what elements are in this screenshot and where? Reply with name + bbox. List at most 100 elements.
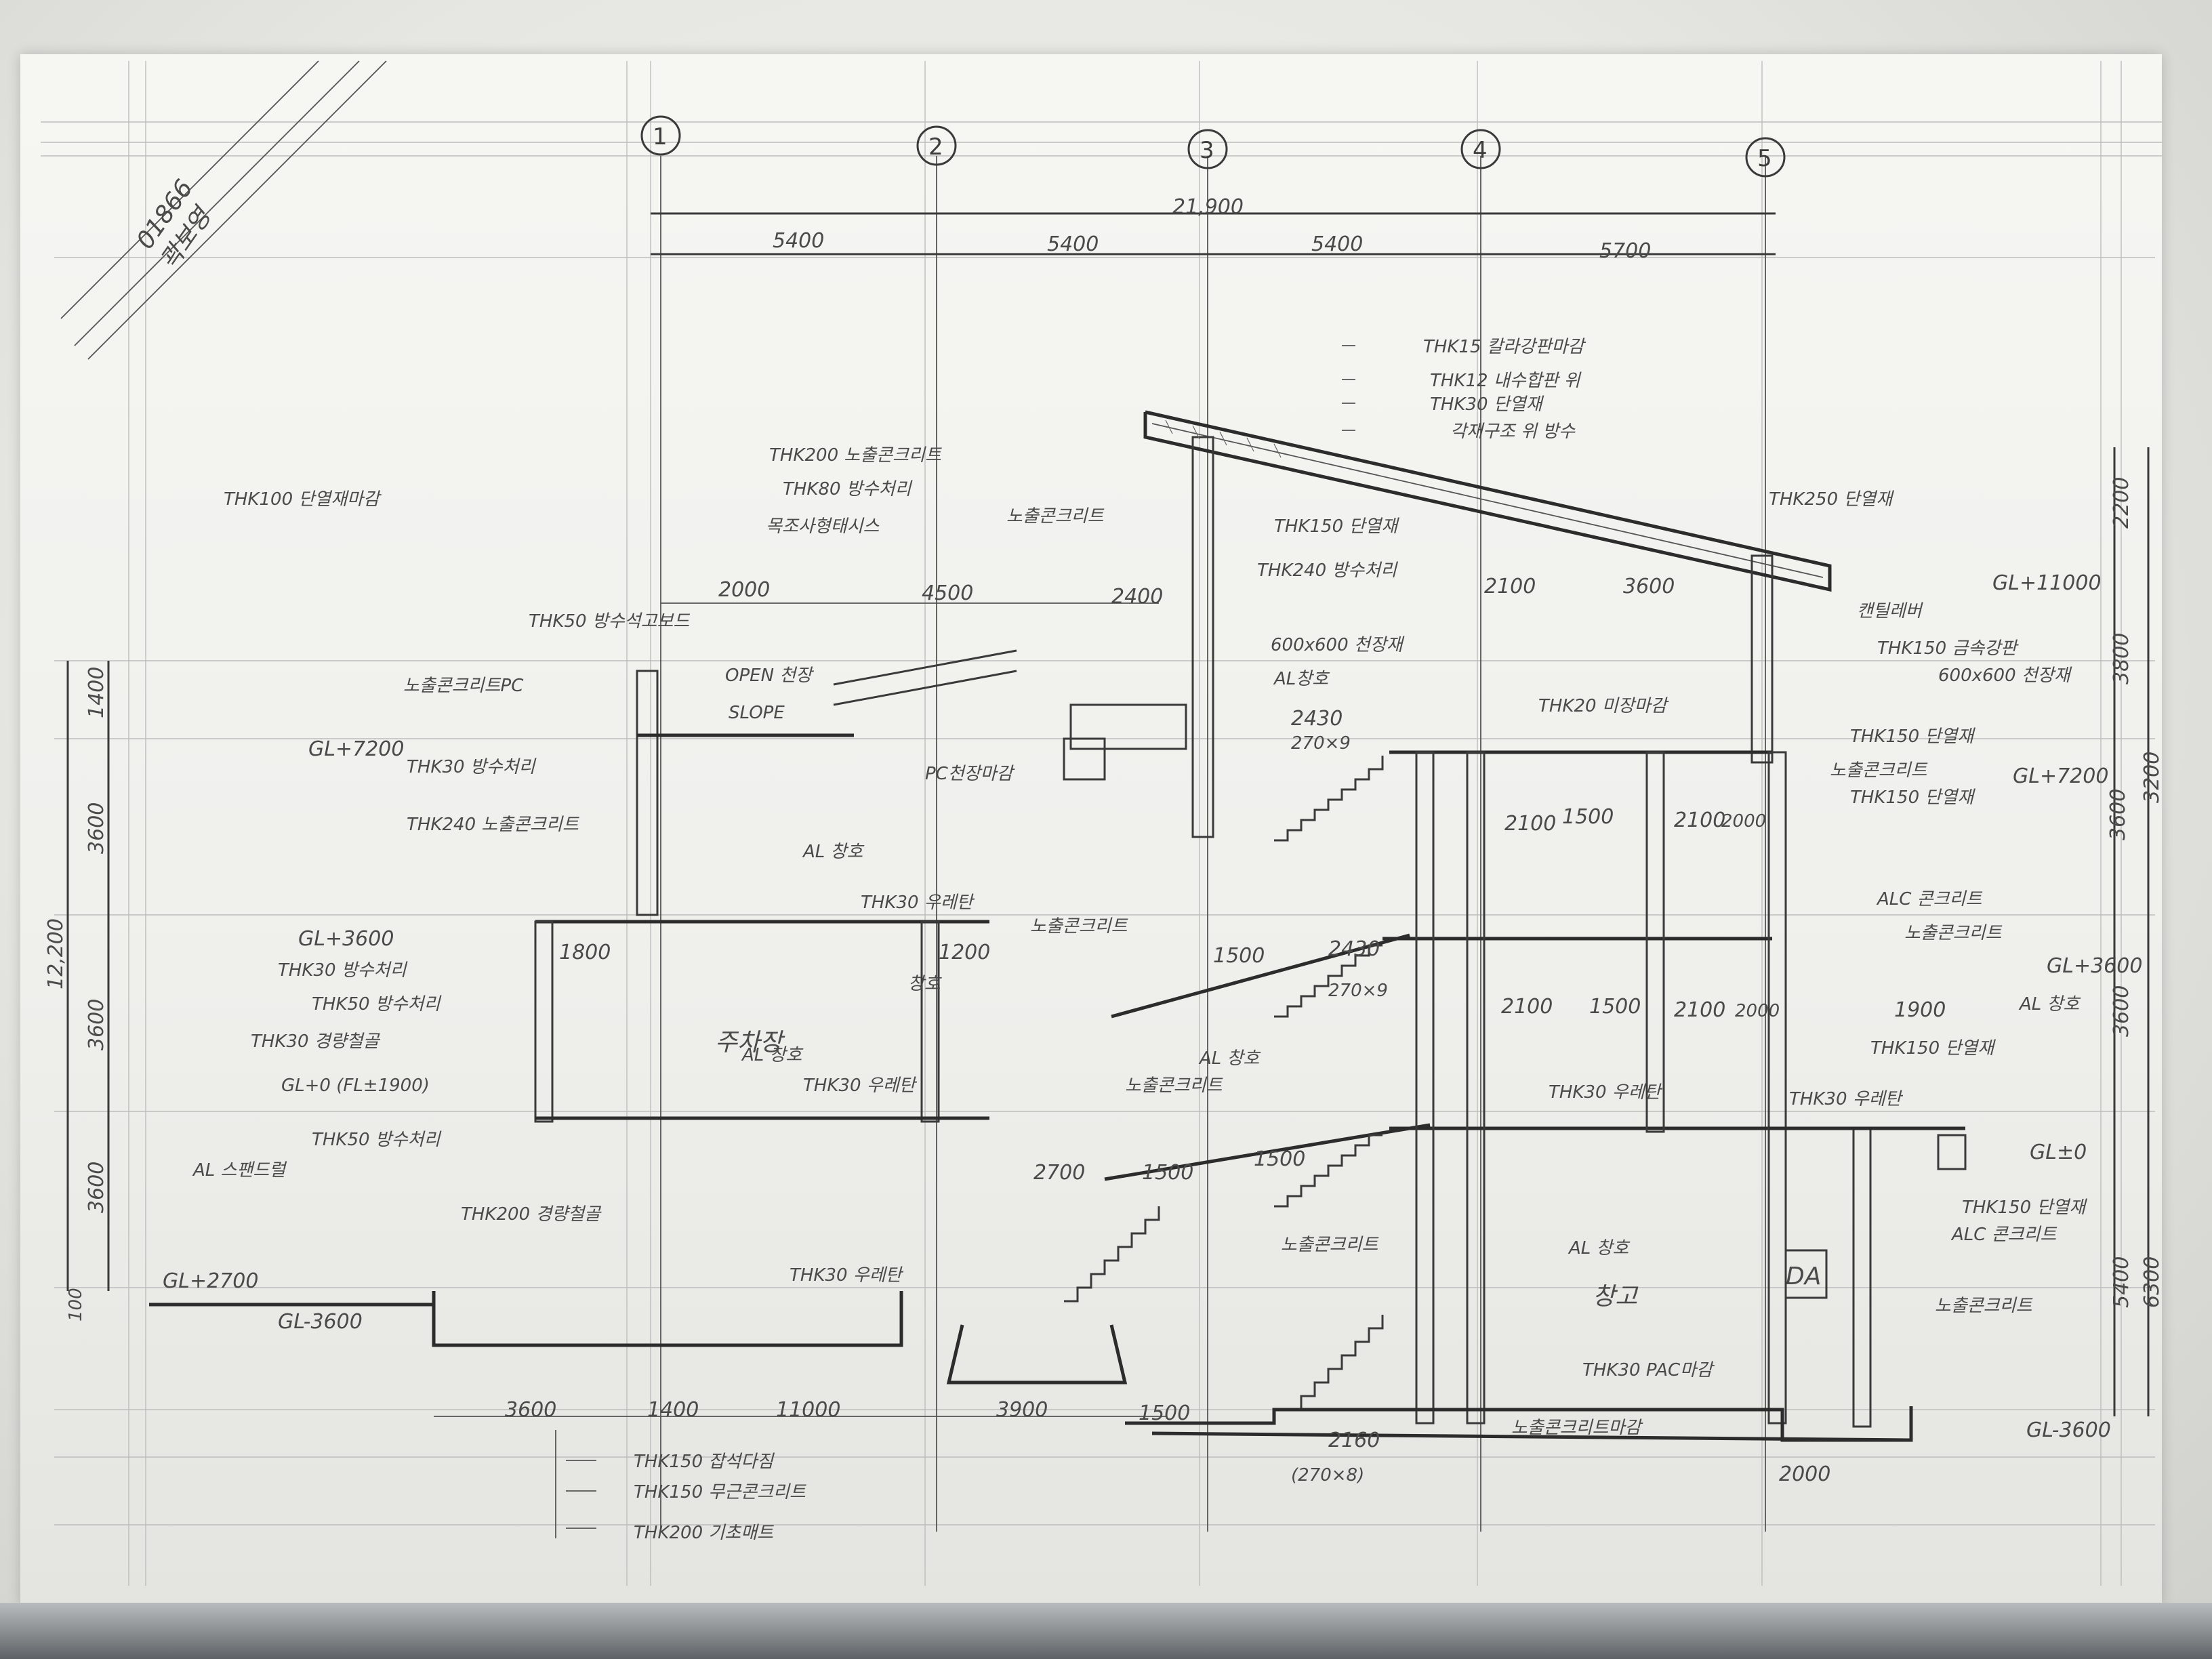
right-inner-note-7: AL 창호 (1568, 1238, 1630, 1258)
grid-bubbles: 1 2 3 4 5 (640, 115, 1786, 1532)
lower-dim-6: 1200 (939, 941, 990, 964)
right-level-5: GL-3600 (2026, 1418, 2111, 1442)
room-label-storage: 창고 (1593, 1283, 1639, 1311)
right-level-1: GL+11000 (1992, 571, 2102, 595)
left-level-2: GL+3600 (298, 927, 394, 951)
right-inner-note-1: THK150 단열재 (1274, 516, 1399, 537)
right-dim-2: 3800 (2110, 633, 2133, 684)
left-note-5: THK240 노출콘크리트 (407, 815, 579, 835)
grid-bubble-3 (1187, 129, 1228, 169)
right-lower: 5400 (2110, 1256, 2133, 1308)
left-dim-5: 100 (66, 1288, 86, 1322)
lower-dim-1: 1500 (1142, 1161, 1193, 1185)
left-dim-2: 3600 (85, 802, 108, 854)
right-vertical-dimensions: 2200 3800 3200 3600 3600 6300 5400 (2106, 447, 2164, 1416)
left-note-9: THK50 방수처리 (312, 1130, 442, 1150)
right-note-1: THK250 단열재 (1769, 489, 1894, 510)
grid-bubble-4 (1460, 129, 1501, 169)
center-note-15: AL 창호 (1198, 1048, 1261, 1069)
guide-lines-horizontal (41, 121, 2162, 1525)
right-upper-dim-1: 2100 (1484, 575, 1536, 598)
right-level-3: GL+3600 (2047, 954, 2142, 978)
stair-dim-5: 2160 (1328, 1429, 1380, 1452)
lower-dim-3: 1500 (1254, 1147, 1305, 1171)
left-notes: THK100 단열재마감 THK50 방수석고보드 노출콘크리트PC THK30… (192, 489, 690, 1225)
left-note-6: THK30 방수처리 (278, 960, 408, 981)
center-notes: THK200 노출콘크리트 THK80 방수처리 목조사형태시스 노출콘크리트 … (725, 445, 1261, 1286)
stair-dim-4: 270×9 (1328, 981, 1388, 1001)
right-note-10: AL 창호 (2018, 994, 2081, 1015)
left-level-3: GL+0 (FL±1900) (281, 1076, 430, 1096)
bay-dim-2: 5400 (1047, 232, 1099, 256)
right-note-4: 600x600 천장재 (1938, 665, 2072, 686)
right-note-13: THK150 단열재 (1962, 1197, 2087, 1218)
grid-label-5: 5 (1757, 145, 1772, 172)
mid2-dim-3: 2100 (1674, 998, 1725, 1022)
base-dimensions: 3600 1400 11000 3900 1500 2000 (434, 1398, 1830, 1486)
right-upper-dim-2: 3600 (1623, 575, 1675, 598)
left-note-2: THK50 방수석고보드 (529, 611, 690, 632)
left-note-3: 노출콘크리트PC (403, 676, 524, 696)
center-note-7: PC천장마감 (925, 764, 1015, 784)
right-note-6: 노출콘크리트 (1830, 760, 1928, 781)
right-inner-note-5: THK20 미장마감 (1538, 696, 1669, 716)
grid-label-4: 4 (1473, 137, 1488, 164)
base-dim-3: 11000 (776, 1398, 840, 1422)
right-total: 6300 (2140, 1256, 2164, 1308)
center-note-10: AL 창호 (741, 1045, 803, 1065)
bay-dim-3: 5400 (1311, 232, 1363, 256)
grid-bubble-5 (1745, 137, 1786, 178)
left-note-1: THK100 단열재마감 (224, 489, 382, 510)
center-note-5: OPEN 천장 (725, 665, 814, 686)
right-note-7: THK150 단열재 (1850, 787, 1975, 808)
room-labels: 창고 DA 주차장 (715, 1029, 1821, 1311)
center-note-14: THK30 우레탄 (790, 1265, 904, 1286)
right-inner-note-9: THK30 PAC마감 (1582, 1360, 1715, 1380)
grid-bubble-2 (916, 125, 957, 166)
right-dim-3: 3200 (2140, 752, 2164, 803)
drawing-sheet (20, 54, 2162, 1606)
center-note-1: THK200 노출콘크리트 (769, 445, 942, 466)
left-level-5: GL-3600 (278, 1310, 363, 1334)
room-label-da: DA (1786, 1263, 1821, 1290)
left-note-8: THK30 경량철골 (251, 1031, 381, 1052)
left-note-10: AL 스팬드럴 (192, 1160, 287, 1181)
stair-dim-2: 270×9 (1291, 733, 1351, 754)
top-dimensions: 21,900 5400 5400 5400 5700 (651, 195, 1776, 263)
bay-dim-4: 5700 (1599, 239, 1651, 263)
upper-dim-3: 2400 (1111, 585, 1163, 609)
mid2-dim-2: 1500 (1589, 995, 1641, 1019)
mid2-dim-4: 2000 (1735, 1001, 1780, 1021)
roof-note-1: THK15 칼라강판마감 (1423, 337, 1586, 357)
center-note-6: SLOPE (729, 703, 785, 723)
mid2-dim-5: 1900 (1894, 998, 1946, 1022)
foundation-note-2: THK150 무근콘크리트 (634, 1482, 806, 1502)
mid2-dim-1: 2100 (1501, 995, 1553, 1019)
roof-note-4: 각재구조 위 방수 (1450, 422, 1576, 442)
center-note-13: 창호 (908, 974, 942, 994)
mid-dim-3: 2100 (1674, 808, 1725, 832)
lower-dim-2: 2700 (1033, 1161, 1085, 1185)
building-section (149, 410, 1967, 1442)
foundation-notes: THK150 잡석다짐 THK150 무근콘크리트 THK200 기초매트 (555, 1430, 806, 1543)
left-level-markers: GL+7200 GL+3600 GL+0 (FL±1900) GL+2700 G… (163, 737, 430, 1334)
title-block: 01866 곽보영 (60, 60, 387, 360)
mid-dim-2: 1500 (1562, 805, 1614, 829)
inner-dimensions: 2000 4500 2400 2100 3600 2100 1500 2100 … (559, 575, 1946, 1486)
right-dim-5: 3600 (2110, 985, 2133, 1037)
room-label-parking: 주차장 (715, 1029, 785, 1057)
right-note-12: THK30 우레탄 (1789, 1089, 1904, 1109)
right-note-5: THK150 단열재 (1850, 726, 1975, 747)
left-dim-4: 3600 (85, 1162, 108, 1213)
left-note-11: THK200 경량철골 (461, 1204, 602, 1225)
stair-dim-6: (270×8) (1291, 1465, 1364, 1486)
right-note-2: 캔틸레버 (1857, 601, 1924, 621)
roof-notes: THK15 칼라강판마감 THK12 내수합판 위 THK30 단열재 각재구조… (1342, 337, 1586, 442)
right-note-8: ALC 콘크리트 (1876, 889, 1982, 909)
center-note-3: 목조사형태시스 (766, 516, 880, 537)
lower-dim-5: 1800 (559, 941, 611, 964)
left-dim-1: 1400 (85, 667, 108, 718)
right-note-3: THK150 금속강판 (1877, 638, 2019, 659)
grid-bubble-1 (640, 115, 681, 156)
